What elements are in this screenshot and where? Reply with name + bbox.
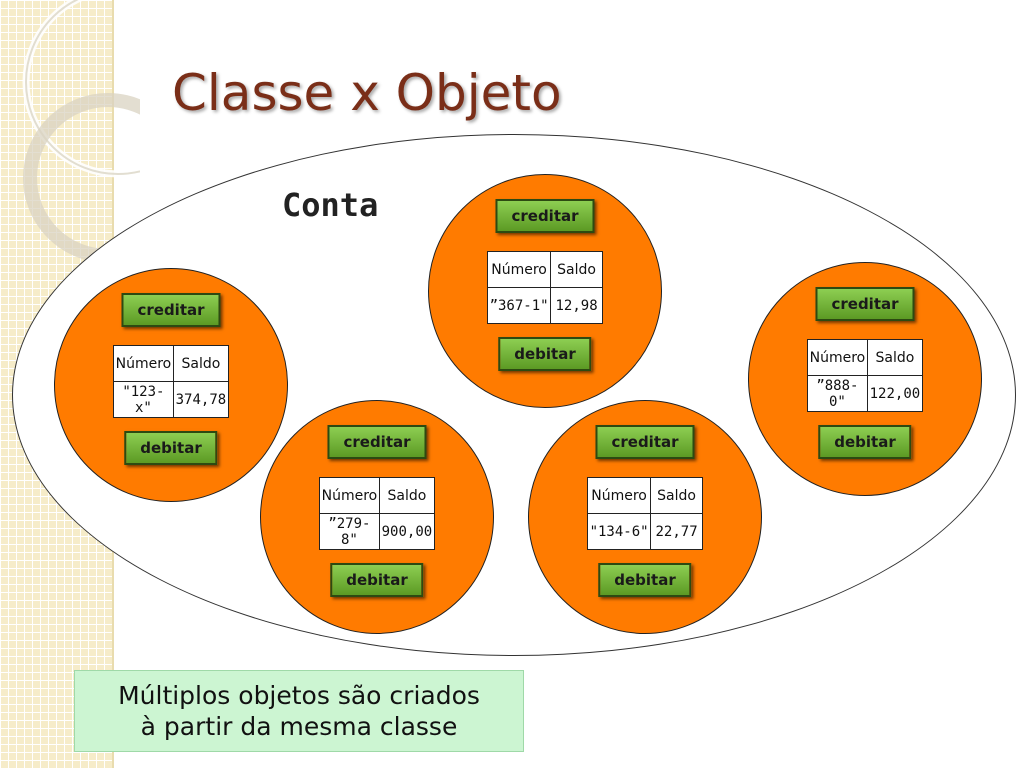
caption-line-2: à partir da mesma classe	[140, 712, 458, 741]
debitar-method-button[interactable]: debitar	[498, 337, 592, 371]
saldo-header: Saldo	[650, 477, 703, 514]
numero-value: ”279-8"	[319, 513, 380, 550]
attributes-table: Número Saldo ”888-0" 122,00	[807, 339, 924, 412]
saldo-value: 900,00	[378, 513, 436, 550]
numero-value: "123-x"	[113, 381, 174, 418]
class-name-label: Conta	[282, 186, 379, 224]
debitar-method-button[interactable]: debitar	[598, 563, 692, 597]
debitar-method-button[interactable]: debitar	[818, 425, 912, 459]
numero-header: Número	[319, 477, 380, 514]
attributes-table: Número Saldo "123-x" 374,78	[113, 345, 230, 418]
object-circle: creditar Número Saldo ”279-8" 900,00 deb…	[260, 400, 494, 634]
creditar-method-button[interactable]: creditar	[595, 425, 695, 459]
attributes-table: Número Saldo ”367-1" 12,98	[486, 251, 603, 324]
saldo-header: Saldo	[550, 251, 603, 288]
saldo-header: Saldo	[378, 477, 436, 514]
saldo-header: Saldo	[866, 339, 924, 376]
numero-header: Número	[586, 477, 652, 514]
object-circle: creditar Número Saldo "123-x" 374,78 deb…	[54, 268, 288, 502]
numero-header: Número	[807, 339, 868, 376]
creditar-method-button[interactable]: creditar	[327, 425, 427, 459]
creditar-method-button[interactable]: creditar	[815, 287, 915, 321]
object-circle: creditar Número Saldo ”367-1" 12,98 debi…	[428, 174, 662, 408]
numero-value: ”888-0"	[807, 375, 868, 412]
object-circle: creditar Número Saldo ”888-0" 122,00 deb…	[748, 262, 982, 496]
caption-line-1: Múltiplos objetos são criados	[118, 680, 480, 710]
saldo-header: Saldo	[172, 345, 230, 382]
slide-title: Classe x Objeto	[172, 64, 562, 122]
caption-box: Múltiplos objetos são criados à partir d…	[74, 670, 524, 752]
attributes-table: Número Saldo ”279-8" 900,00	[319, 477, 436, 550]
attributes-table: Número Saldo "134-6" 22,77	[586, 477, 703, 550]
creditar-method-button[interactable]: creditar	[495, 199, 595, 233]
numero-header: Número	[113, 345, 174, 382]
saldo-value: 12,98	[550, 287, 603, 324]
numero-value: "134-6"	[586, 513, 652, 550]
numero-value: ”367-1"	[486, 287, 552, 324]
numero-header: Número	[486, 251, 552, 288]
saldo-value: 122,00	[866, 375, 924, 412]
saldo-value: 22,77	[650, 513, 703, 550]
debitar-method-button[interactable]: debitar	[330, 563, 424, 597]
object-circle: creditar Número Saldo "134-6" 22,77 debi…	[528, 400, 762, 634]
saldo-value: 374,78	[172, 381, 230, 418]
decorative-rings	[22, 0, 140, 260]
debitar-method-button[interactable]: debitar	[124, 431, 218, 465]
creditar-method-button[interactable]: creditar	[121, 293, 221, 327]
